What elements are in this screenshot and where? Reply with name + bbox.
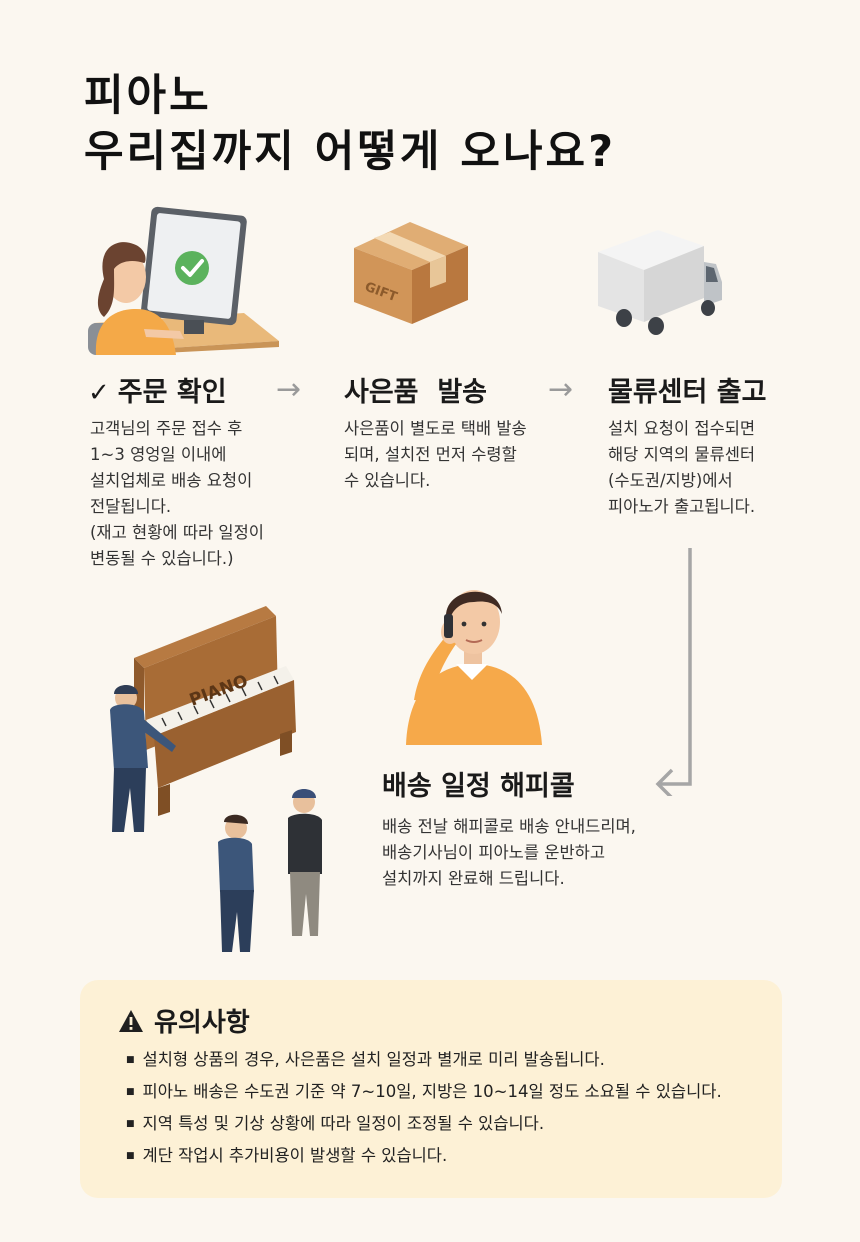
- step-gift-shipping-title: 사은품 발송: [344, 377, 487, 408]
- notice-item: 피아노 배송은 수도권 기준 약 7~10일, 지방은 10~14일 정도 소요…: [126, 1076, 722, 1108]
- step-order-confirm-desc: 고객님의 주문 접수 후 1~3 영엉일 이내에 설치업체로 배송 요청이 전달…: [90, 419, 264, 568]
- connector-arrow-icon: [655, 548, 692, 796]
- piano-delivery-illustration: PIANO: [110, 606, 322, 952]
- notice-title: 유의사항: [118, 1002, 250, 1039]
- gift-box-illustration: GIFT: [354, 222, 468, 324]
- step-happy-call-title: 배송 일정 해피콜: [382, 771, 575, 802]
- warning-icon: [119, 1009, 143, 1032]
- phone-icon: [444, 614, 453, 638]
- page-title: 피아노 우리집까지 어떻게 오나요?: [84, 68, 616, 180]
- page-title-line2: 우리집까지 어떻게 오나요?: [84, 127, 617, 177]
- step-warehouse-release-desc: 설치 요청이 접수되면 해당 지역의 물류센터 (수도권/지방)에서 피아노가 …: [608, 419, 756, 516]
- arrow-right-icon: →: [548, 372, 574, 407]
- checkmark-icon: ✓: [88, 378, 110, 408]
- computer-user-illustration: [88, 206, 279, 355]
- step-order-confirm-label: 주문 확인: [117, 377, 227, 408]
- notice-title-label: 유의사항: [154, 1008, 250, 1038]
- notice-item: 계단 작업시 추가비용이 발생할 수 있습니다.: [126, 1140, 722, 1172]
- notice-list: 설치형 상품의 경우, 사은품은 설치 일정과 별개로 미리 발송됩니다. 피아…: [126, 1044, 722, 1172]
- notice-item: 지역 특성 및 기상 상황에 따라 일정이 조정될 수 있습니다.: [126, 1108, 722, 1140]
- arrow-right-icon: →: [276, 372, 302, 407]
- step-gift-shipping-desc: 사은품이 별도로 택배 발송 되며, 설치전 먼저 수령할 수 있습니다.: [344, 419, 527, 490]
- step-happy-call-desc: 배송 전날 해피콜로 배송 안내드리며, 배송기사님이 피아노를 운반하고 설치…: [382, 817, 636, 888]
- step-order-confirm-title: ✓주문 확인: [88, 370, 227, 409]
- step-warehouse-release-title: 물류센터 출고: [608, 377, 767, 408]
- page-title-line1: 피아노: [84, 71, 212, 121]
- check-circle-icon: [175, 251, 209, 285]
- phone-call-illustration: [406, 590, 542, 745]
- delivery-truck-illustration: [598, 230, 722, 335]
- notice-item: 설치형 상품의 경우, 사은품은 설치 일정과 별개로 미리 발송됩니다.: [126, 1044, 722, 1076]
